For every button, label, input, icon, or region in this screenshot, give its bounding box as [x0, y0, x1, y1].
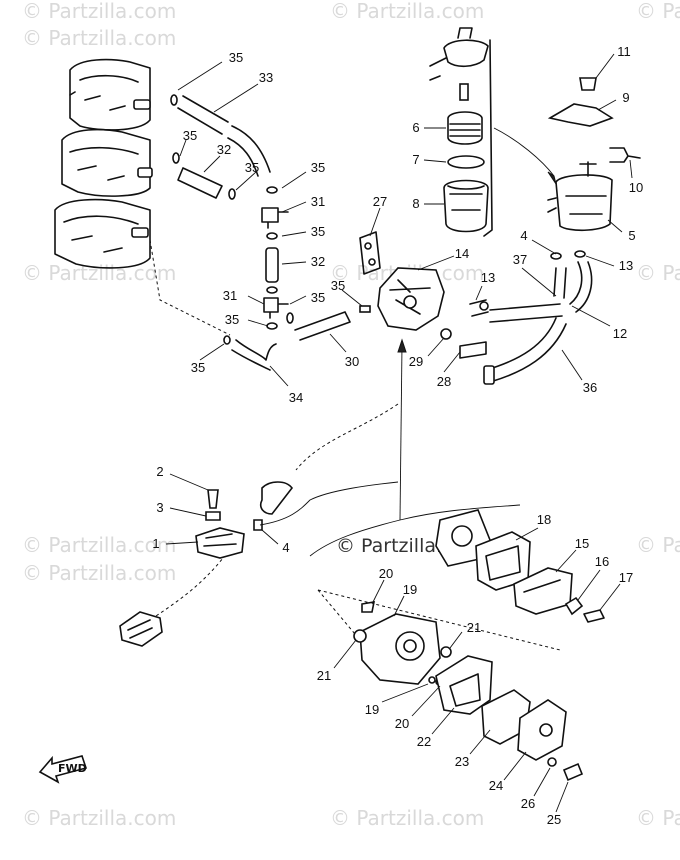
callout-19b: 19 — [365, 702, 379, 717]
callout-37: 37 — [513, 252, 527, 267]
callout-8: 8 — [412, 196, 419, 211]
callout-4b: 4 — [282, 540, 289, 555]
watermark-13: © Partzilla.com — [636, 806, 680, 830]
watermark-10: © Partzilla.com — [22, 561, 176, 585]
callout-13b: 13 — [481, 270, 495, 285]
callout-14: 14 — [455, 246, 469, 261]
callout-20b: 20 — [395, 716, 409, 731]
callout-6: 6 — [412, 120, 419, 135]
fuel-pump-exploded — [309, 504, 605, 782]
callout-27: 27 — [373, 194, 387, 209]
callout-21a: 21 — [317, 668, 331, 683]
watermark-4: © Partzilla.com — [22, 26, 176, 50]
callout-35h: 35 — [191, 360, 205, 375]
callout-19a: 19 — [403, 582, 417, 597]
callout-25: 25 — [547, 812, 561, 827]
fuel-pump — [359, 231, 487, 359]
callout-30: 30 — [345, 354, 359, 369]
callout-32a: 32 — [217, 142, 231, 157]
callout-20a: 20 — [379, 566, 393, 581]
callout-5: 5 — [628, 228, 635, 243]
primer-assembly — [119, 481, 399, 647]
callout-17: 17 — [619, 570, 633, 585]
fuel-filter-upper — [429, 27, 493, 237]
hoses-left — [170, 94, 351, 371]
callout-26: 26 — [521, 796, 535, 811]
watermark-3: © Partzilla.com — [636, 0, 680, 23]
callout-35g: 35 — [225, 312, 239, 327]
callout-4a: 4 — [520, 228, 527, 243]
callout-7: 7 — [412, 152, 419, 167]
watermark-9: © Partzilla.com — [636, 533, 680, 557]
callout-32b: 32 — [311, 254, 325, 269]
callout-3: 3 — [156, 500, 163, 515]
callout-35c: 35 — [245, 160, 259, 175]
callout-31b: 31 — [223, 288, 237, 303]
callout-10: 10 — [629, 180, 643, 195]
callout-labels: 35 33 35 32 35 35 31 35 32 31 35 35 35 3… — [152, 44, 643, 827]
fwd-arrow: FWD — [38, 755, 88, 784]
watermark-8: © Partzilla.com — [22, 533, 176, 557]
callout-9: 9 — [622, 90, 629, 105]
fwd-label: FWD — [58, 762, 87, 775]
callout-1: 1 — [152, 536, 159, 551]
callout-15: 15 — [575, 536, 589, 551]
callout-2: 2 — [156, 464, 163, 479]
fuel-filter-right — [547, 77, 641, 260]
callout-35i: 35 — [331, 278, 345, 293]
callout-12: 12 — [613, 326, 627, 341]
callout-28: 28 — [437, 374, 451, 389]
callout-22: 22 — [417, 734, 431, 749]
callout-33: 33 — [259, 70, 273, 85]
watermark-7: © Partzilla.com — [636, 261, 680, 285]
watermark-1: © Partzilla.com — [22, 0, 176, 23]
callout-11: 11 — [617, 44, 631, 59]
callout-35d: 35 — [311, 160, 325, 175]
watermark-12: © Partzilla.com — [330, 806, 484, 830]
callout-35e: 35 — [311, 224, 325, 239]
callout-31a: 31 — [311, 194, 325, 209]
watermark-5: © Partzilla.com — [22, 261, 176, 285]
callout-24: 24 — [489, 778, 503, 793]
watermark-2: © Partzilla.com — [330, 0, 484, 23]
hoses-right — [469, 261, 593, 385]
callout-35a: 35 — [229, 50, 243, 65]
callout-leaders — [165, 53, 633, 813]
callout-13a: 13 — [619, 258, 633, 273]
watermark-11: © Partzilla.com — [22, 806, 176, 830]
callout-29: 29 — [409, 354, 423, 369]
callout-35b: 35 — [183, 128, 197, 143]
carburetor-assembly — [54, 58, 231, 336]
callout-34: 34 — [289, 390, 303, 405]
callout-16: 16 — [595, 554, 609, 569]
callout-36: 36 — [583, 380, 597, 395]
callout-18: 18 — [537, 512, 551, 527]
callout-23: 23 — [455, 754, 469, 769]
callout-21b: 21 — [467, 620, 481, 635]
callout-35f: 35 — [311, 290, 325, 305]
